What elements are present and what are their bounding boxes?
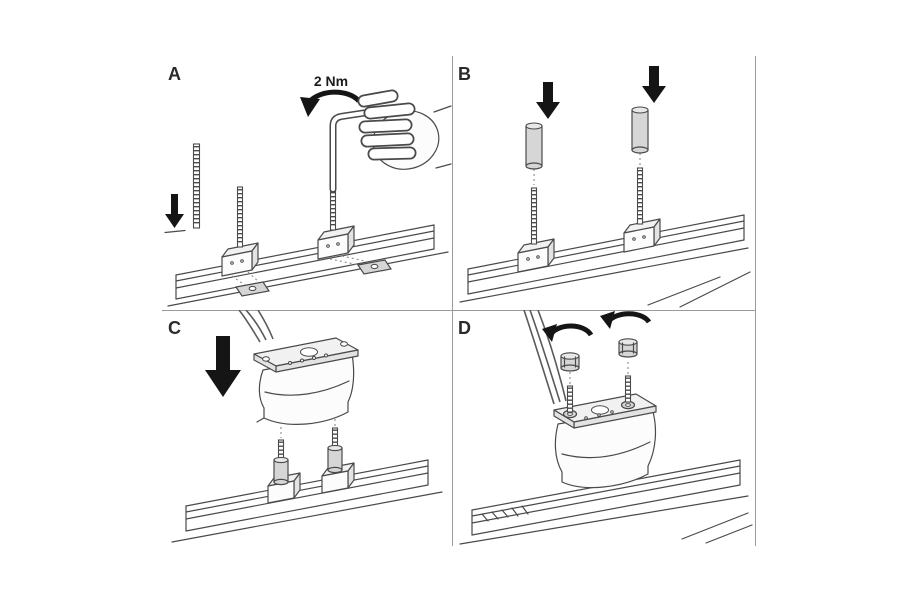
foot-assembly bbox=[553, 393, 657, 489]
rotate-arrow-icon bbox=[300, 89, 361, 117]
torque-label: 2 Nm bbox=[314, 73, 348, 89]
alignment-dotted-lines bbox=[569, 362, 629, 384]
spacer-sleeve-left bbox=[525, 122, 543, 170]
rail-track bbox=[167, 224, 449, 307]
threaded-stud-left bbox=[566, 385, 574, 413]
panel-a-label: A bbox=[168, 64, 181, 84]
panel-d-label: D bbox=[458, 318, 471, 338]
clamp-block-right bbox=[317, 225, 355, 260]
wires bbox=[523, 310, 567, 405]
panel-c-illustration bbox=[171, 310, 443, 543]
down-arrow-icon-right bbox=[642, 66, 666, 103]
square-nut-left bbox=[234, 281, 271, 297]
panel-d-illustration bbox=[459, 310, 753, 545]
down-arrow-icon bbox=[205, 336, 241, 397]
figure-right-border bbox=[755, 56, 756, 546]
allen-key bbox=[329, 109, 368, 193]
spacer-sleeve-right bbox=[631, 106, 649, 154]
down-arrow-icon bbox=[164, 194, 186, 234]
spacer-and-stud-right bbox=[327, 427, 343, 474]
alignment-dotted-lines bbox=[231, 255, 375, 287]
panel-d: D bbox=[452, 310, 756, 546]
panel-divider-horizontal bbox=[162, 310, 756, 311]
alignment-dotted-lines bbox=[533, 153, 641, 185]
wires bbox=[238, 310, 274, 343]
rail-track bbox=[171, 459, 443, 543]
clamp-block-right bbox=[623, 218, 661, 253]
foot-assembly bbox=[253, 337, 359, 425]
square-nut-right bbox=[356, 259, 393, 275]
panel-c-label: C bbox=[168, 318, 181, 338]
rotate-arrow-icon-right bbox=[600, 311, 652, 329]
threaded-stud-left bbox=[530, 187, 538, 245]
panel-b-label: B bbox=[458, 64, 471, 84]
panel-c: C bbox=[162, 310, 452, 546]
panel-b-illustration bbox=[459, 66, 751, 308]
threaded-stud-on-left-block bbox=[236, 186, 244, 248]
spacer-and-stud-left bbox=[273, 439, 289, 486]
panel-b: B bbox=[452, 56, 756, 310]
panel-a-illustration: 2 Nm bbox=[164, 73, 452, 307]
down-arrow-icon-left bbox=[536, 82, 560, 119]
rail-track bbox=[459, 214, 751, 308]
clamp-block-left bbox=[517, 238, 555, 273]
hand bbox=[357, 89, 452, 170]
loose-threaded-stud bbox=[192, 143, 201, 229]
panel-divider-vertical bbox=[452, 56, 453, 546]
rotate-arrow-icon-left bbox=[542, 323, 594, 342]
nut-right bbox=[618, 338, 638, 358]
threaded-stud-right bbox=[624, 375, 632, 403]
nut-left bbox=[560, 352, 580, 372]
clamp-block-left bbox=[221, 242, 259, 277]
panel-a: A bbox=[162, 56, 452, 310]
threaded-stud-on-right-block bbox=[329, 185, 337, 231]
threaded-stud-right bbox=[636, 167, 644, 225]
